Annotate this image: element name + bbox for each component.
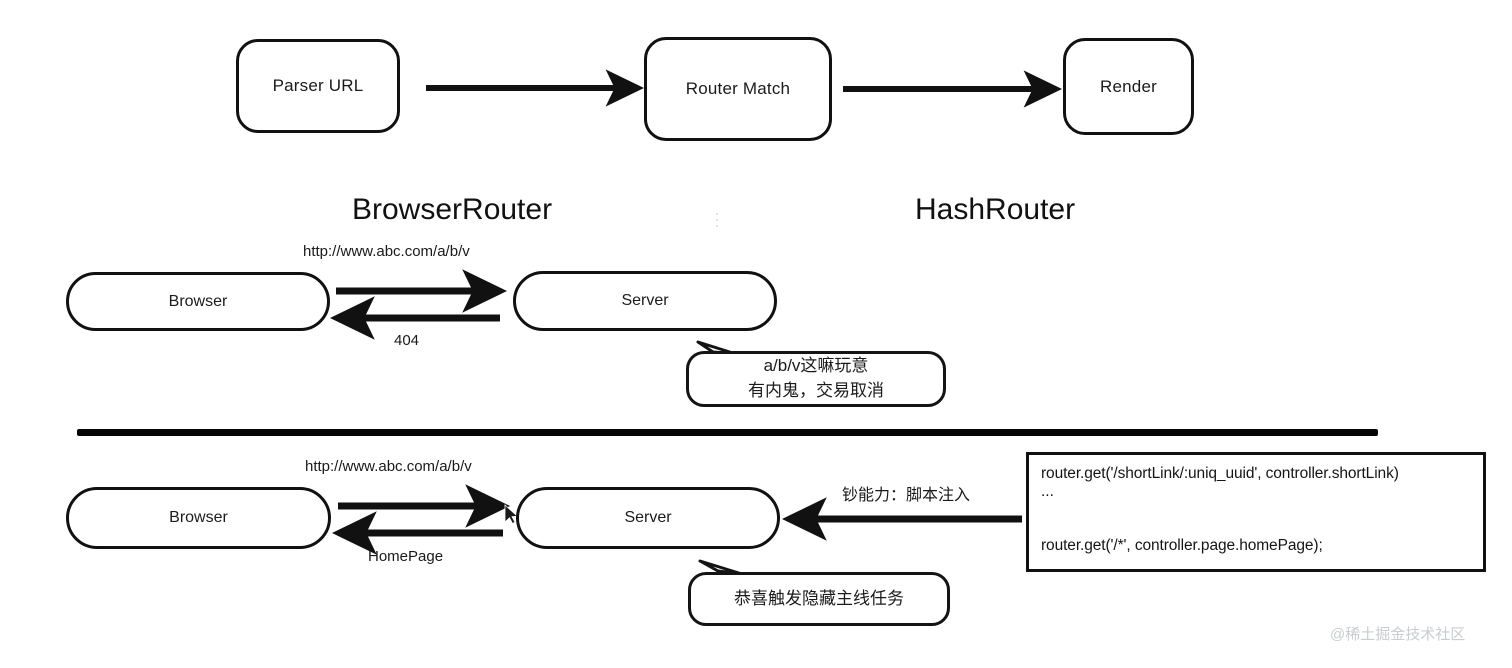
heading-hash-router: HashRouter (915, 193, 1076, 226)
label-script-injection: 钞能力：脚本注入 (842, 487, 971, 504)
pill-browser-top-label: Browser (168, 292, 228, 310)
code-spacer (1041, 501, 1471, 537)
pill-server-bottom[interactable]: Server (516, 487, 780, 549)
speech-bubble-success: 恭喜触发隐藏主线任务 (688, 572, 950, 626)
speech-bubble-error: a/b/v这嘛玩意 有内鬼，交易取消 (686, 351, 946, 407)
speech-bubble-error-line1: a/b/v这嘛玩意 (763, 356, 869, 376)
pill-server-bottom-label: Server (624, 509, 672, 526)
pill-browser-top[interactable]: Browser (66, 272, 330, 331)
speech-bubble-success-line1: 恭喜触发隐藏主线任务 (734, 588, 904, 608)
node-router-match[interactable]: Router Match (644, 37, 832, 141)
label-request-url-top: http://www.abc.com/a/b/v (303, 243, 470, 260)
pill-browser-bottom[interactable]: Browser (66, 487, 331, 549)
pill-server-top[interactable]: Server (513, 271, 777, 331)
node-parser-url-label: Parser URL (272, 76, 364, 95)
code-snippet-box[interactable]: router.get('/shortLink/:uniq_uuid', cont… (1026, 452, 1486, 572)
node-render-label: Render (1100, 76, 1157, 96)
node-parser-url[interactable]: Parser URL (236, 39, 400, 133)
node-router-match-label: Router Match (685, 79, 791, 98)
pill-server-top-label: Server (621, 292, 669, 309)
separator-dots (716, 213, 718, 231)
speech-bubble-error-line2: 有内鬼，交易取消 (748, 381, 884, 400)
code-line-homepage: router.get('/*', controller.page.homePag… (1041, 536, 1323, 554)
section-divider (77, 429, 1378, 436)
watermark-label: @稀土掘金技术社区 (1330, 626, 1466, 643)
label-response-homepage: HomePage (368, 548, 444, 565)
label-response-404: 404 (394, 332, 420, 349)
code-line-ellipsis: ... (1041, 482, 1054, 500)
node-render[interactable]: Render (1063, 38, 1194, 135)
heading-browser-router: BrowserRouter (352, 193, 553, 226)
pill-browser-bottom-label: Browser (169, 509, 228, 526)
code-line-shortlink: router.get('/shortLink/:uniq_uuid', cont… (1041, 465, 1399, 482)
label-request-url-bottom: http://www.abc.com/a/b/v (305, 458, 472, 475)
